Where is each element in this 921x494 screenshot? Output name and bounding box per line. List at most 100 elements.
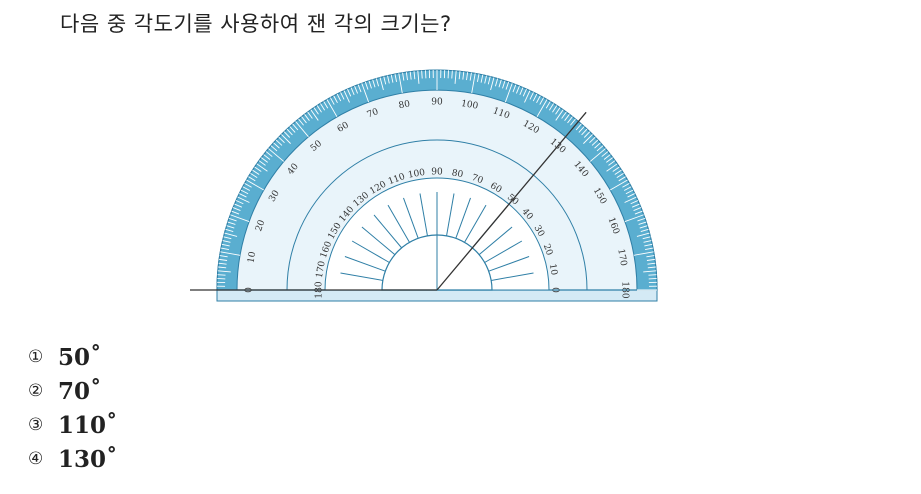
degree-tick [307, 111, 313, 119]
degree-tick [639, 225, 648, 229]
question-text: 다음 중 각도기를 사용하여 잰 각의 크기는? [60, 12, 452, 36]
degree-tick [583, 131, 591, 138]
degree-tick [512, 84, 517, 93]
choice-value: 110˚ [58, 411, 118, 439]
degree-tick [480, 74, 484, 83]
degree-tick [265, 151, 273, 157]
angle-ray-measured [436, 111, 587, 291]
degree-tick [524, 90, 531, 103]
degree-tick [252, 169, 260, 175]
degree-tick [289, 126, 296, 133]
degree-tick [320, 103, 326, 111]
degree-tick [633, 251, 654, 256]
inner-spoke [403, 197, 419, 239]
degree-tick [329, 97, 335, 105]
degree-tick [368, 80, 372, 89]
degree-tick [240, 189, 249, 195]
degree-tick [589, 148, 606, 162]
inner-scale-label: 80 [451, 168, 464, 180]
degree-tick [469, 72, 472, 81]
degree-tick [606, 157, 613, 163]
degree-tick [495, 78, 499, 87]
choice-value: 50˚ [58, 343, 102, 371]
inner-spoke [344, 256, 386, 272]
degree-tick [232, 207, 241, 212]
degree-tick [333, 95, 338, 104]
protractor-diagram: 0102030405060708090100110120130140150160… [190, 69, 658, 302]
degree-tick [552, 105, 558, 113]
degree-tick [609, 179, 628, 191]
degree-tick [643, 240, 652, 243]
degree-tick [357, 84, 362, 93]
inner-spoke [387, 204, 410, 243]
degree-tick [268, 148, 285, 162]
choice-number: ① [28, 347, 44, 367]
degree-tick [637, 217, 646, 222]
degree-tick [227, 221, 236, 225]
inner-spoke [351, 240, 390, 263]
degree-tick [618, 176, 626, 182]
degree-tick [278, 136, 285, 144]
degree-tick [230, 214, 250, 223]
degree-tick [354, 85, 359, 94]
degree-tick [286, 128, 293, 136]
degree-tick [451, 70, 453, 79]
outer-scale-label: 20 [254, 219, 267, 233]
degree-tick [477, 73, 480, 82]
inner-scale-label: 0 [550, 287, 560, 293]
degree-tick [490, 77, 495, 91]
degree-tick [608, 160, 616, 166]
degree-tick [487, 76, 491, 85]
degree-tick [536, 99, 548, 118]
choice-1[interactable]: ① 50˚ [28, 340, 118, 374]
degree-tick [364, 81, 369, 90]
degree-tick [248, 176, 256, 182]
degree-tick [647, 266, 656, 269]
degree-tick [570, 118, 576, 126]
outer-scale-label: 80 [398, 99, 411, 111]
degree-tick [372, 79, 376, 88]
degree-tick [631, 203, 640, 208]
degree-tick [234, 203, 243, 208]
outer-scale-label: 170 [615, 248, 628, 267]
degree-tick [379, 77, 384, 91]
answer-choices: ① 50˚ ② 70˚ ③ 110˚ ④ 130˚ [28, 340, 118, 476]
choice-4[interactable]: ④ 130˚ [28, 442, 118, 476]
degree-tick [625, 189, 634, 195]
degree-tick [567, 116, 573, 124]
degree-tick [458, 71, 461, 80]
degree-tick [261, 157, 268, 163]
inner-scale-label: 10 [547, 263, 559, 276]
degree-tick [326, 99, 338, 118]
choice-2[interactable]: ② 70˚ [28, 374, 118, 408]
degree-tick [634, 210, 643, 215]
degree-tick [254, 166, 262, 172]
degree-tick [222, 240, 231, 243]
degree-tick [219, 255, 228, 258]
degree-tick [644, 243, 653, 247]
degree-tick [304, 114, 310, 121]
degree-tick [220, 247, 229, 250]
inner-scale-label: 20 [541, 243, 554, 257]
degree-tick [223, 236, 232, 240]
degree-tick [643, 270, 657, 273]
choice-number: ③ [28, 415, 44, 435]
inner-spoke [478, 226, 513, 256]
choice-3[interactable]: ③ 110˚ [28, 408, 118, 442]
degree-tick [575, 123, 582, 131]
degree-tick [225, 228, 234, 232]
degree-tick [498, 79, 502, 88]
degree-tick [270, 145, 278, 152]
degree-tick [361, 83, 370, 103]
degree-tick [275, 139, 283, 146]
degree-tick [645, 247, 654, 250]
degree-tick [623, 186, 632, 191]
degree-tick [624, 214, 644, 223]
degree-tick [394, 73, 397, 82]
degree-tick [622, 182, 630, 188]
degree-tick [606, 163, 618, 172]
inner-scale-label: 100 [407, 168, 426, 181]
degree-tick [529, 92, 534, 100]
degree-tick [421, 70, 423, 79]
degree-tick [624, 196, 637, 203]
